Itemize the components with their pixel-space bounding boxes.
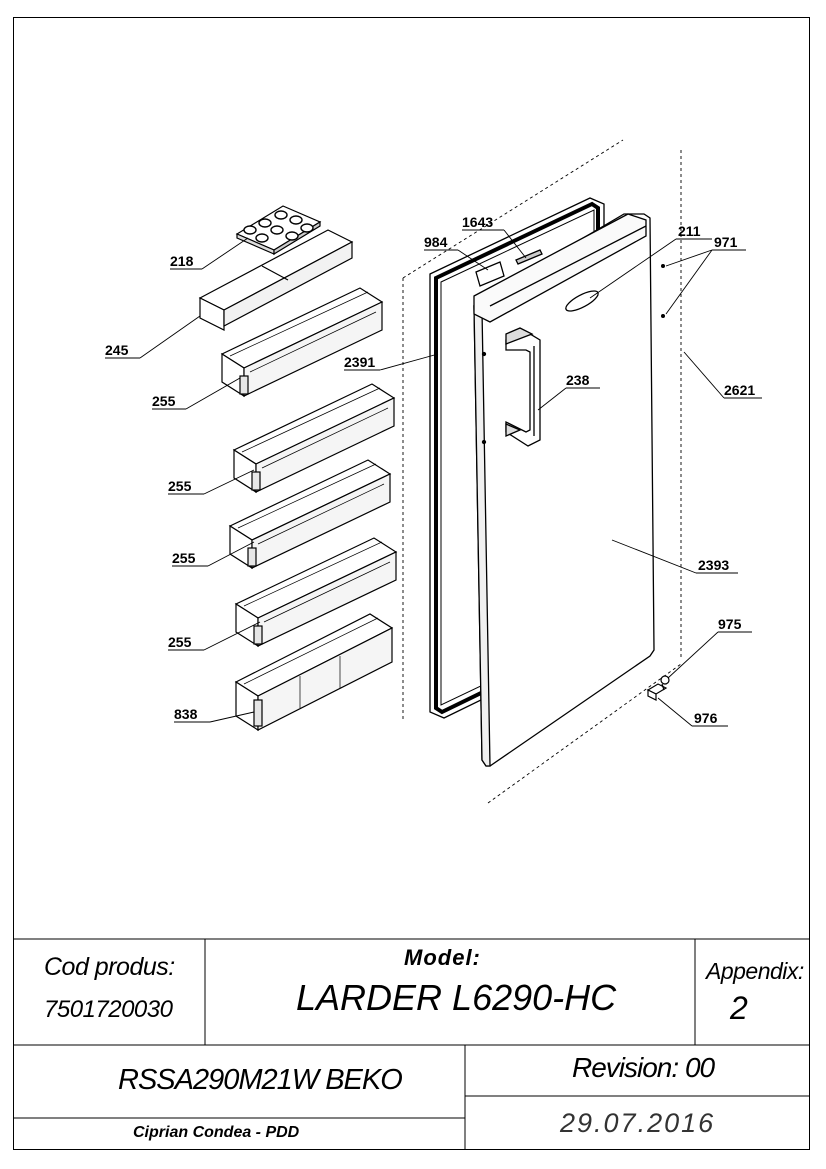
callout-984: 984 [424,234,448,250]
callout-2621: 2621 [724,382,755,398]
callout-labels: 218 245 255 255 255 255 838 984 1643 239… [105,214,755,726]
leader-lines [105,229,762,727]
cod-produs-label: Cod produs: [44,953,175,981]
callout-971: 971 [714,234,738,250]
title-block-grid [13,938,810,1150]
product-name: RSSA290M21W BEKO [118,1064,403,1096]
callout-238: 238 [566,372,590,388]
dairy-lid-part [198,229,354,331]
door-panel-part [473,213,655,767]
model-label: Model: [404,945,481,970]
marker-dots [661,264,665,318]
revision-label: Revision: 00 [572,1052,715,1083]
callout-838: 838 [174,706,198,722]
revision-date: 29.07.2016 [560,1108,716,1138]
callout-1643: 1643 [462,214,493,230]
callout-976: 976 [694,710,718,726]
egg-tray-part [235,205,322,256]
door-shelf-255-c [228,459,392,570]
appendix-value: 2 [730,990,748,1026]
callout-255: 255 [168,478,192,494]
appendix-label: Appendix: [706,958,804,984]
callout-2391: 2391 [344,354,375,370]
callout-255: 255 [152,393,176,409]
callout-211: 211 [678,223,701,239]
callout-245: 245 [105,342,129,358]
callout-255: 255 [168,634,192,650]
model-value: LARDER L6290-HC [296,977,617,1018]
hinge-parts [646,675,670,701]
author-name: Ciprian Condea - PDD [133,1124,300,1141]
door-shelf-255-a [220,287,384,398]
door-shelf-838 [234,613,394,732]
door-shelf-255-d [234,537,398,648]
drawing-sheet-border [13,17,810,1150]
door-handle-part [505,327,541,447]
dashed-guide-lines [402,139,682,804]
callout-975: 975 [718,616,742,632]
door-shelf-255-b [232,383,396,494]
callout-255: 255 [172,550,196,566]
cod-produs-value: 7501720030 [44,996,173,1023]
callout-2393: 2393 [698,557,729,573]
callout-218: 218 [170,253,194,269]
